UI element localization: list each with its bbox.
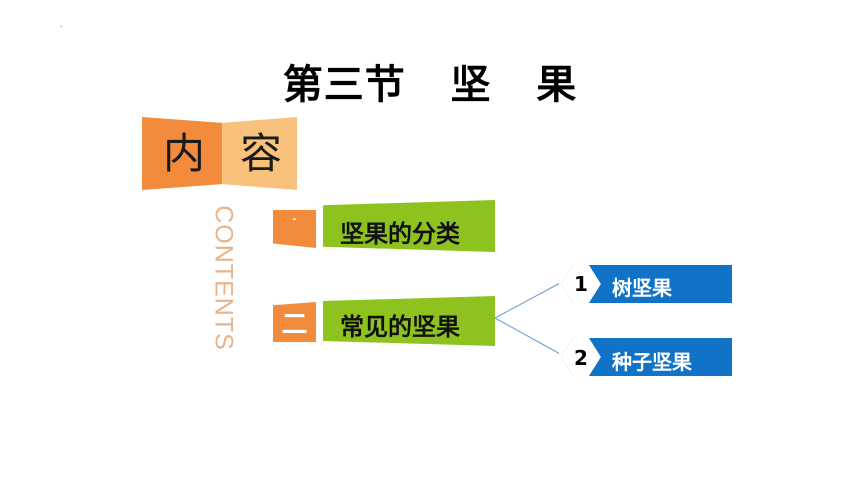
- corner-dot: .: [60, 20, 63, 29]
- header-block-right: [222, 117, 297, 190]
- subsection-2-chevron-icon: [559, 338, 607, 376]
- section-1-number: -: [292, 214, 297, 225]
- subsection-2-label: 种子坚果: [612, 350, 692, 374]
- header-char-rong: 容: [240, 129, 283, 178]
- section-2-bar[interactable]: [323, 296, 495, 346]
- subsection-1-label: 树坚果: [612, 276, 672, 300]
- page-title: 第三节 坚 果: [282, 62, 578, 108]
- section-2-number: 二: [281, 310, 308, 340]
- subsection-1-number: 1: [574, 272, 588, 296]
- subsection-2-bar[interactable]: [559, 338, 732, 376]
- header-char-nei: 内: [163, 129, 206, 178]
- subsection-1-chevron-icon: [559, 265, 607, 303]
- section-1-number-box: [273, 210, 316, 248]
- section-1-bar[interactable]: [323, 200, 495, 252]
- header-block-left: [142, 117, 222, 190]
- section-2-number-box: [273, 302, 316, 342]
- section-2-label: 常见的坚果: [340, 313, 460, 341]
- section-1-label: 坚果的分类: [340, 220, 460, 248]
- subsection-2-number: 2: [574, 346, 588, 370]
- subsection-1-bar[interactable]: [559, 265, 732, 303]
